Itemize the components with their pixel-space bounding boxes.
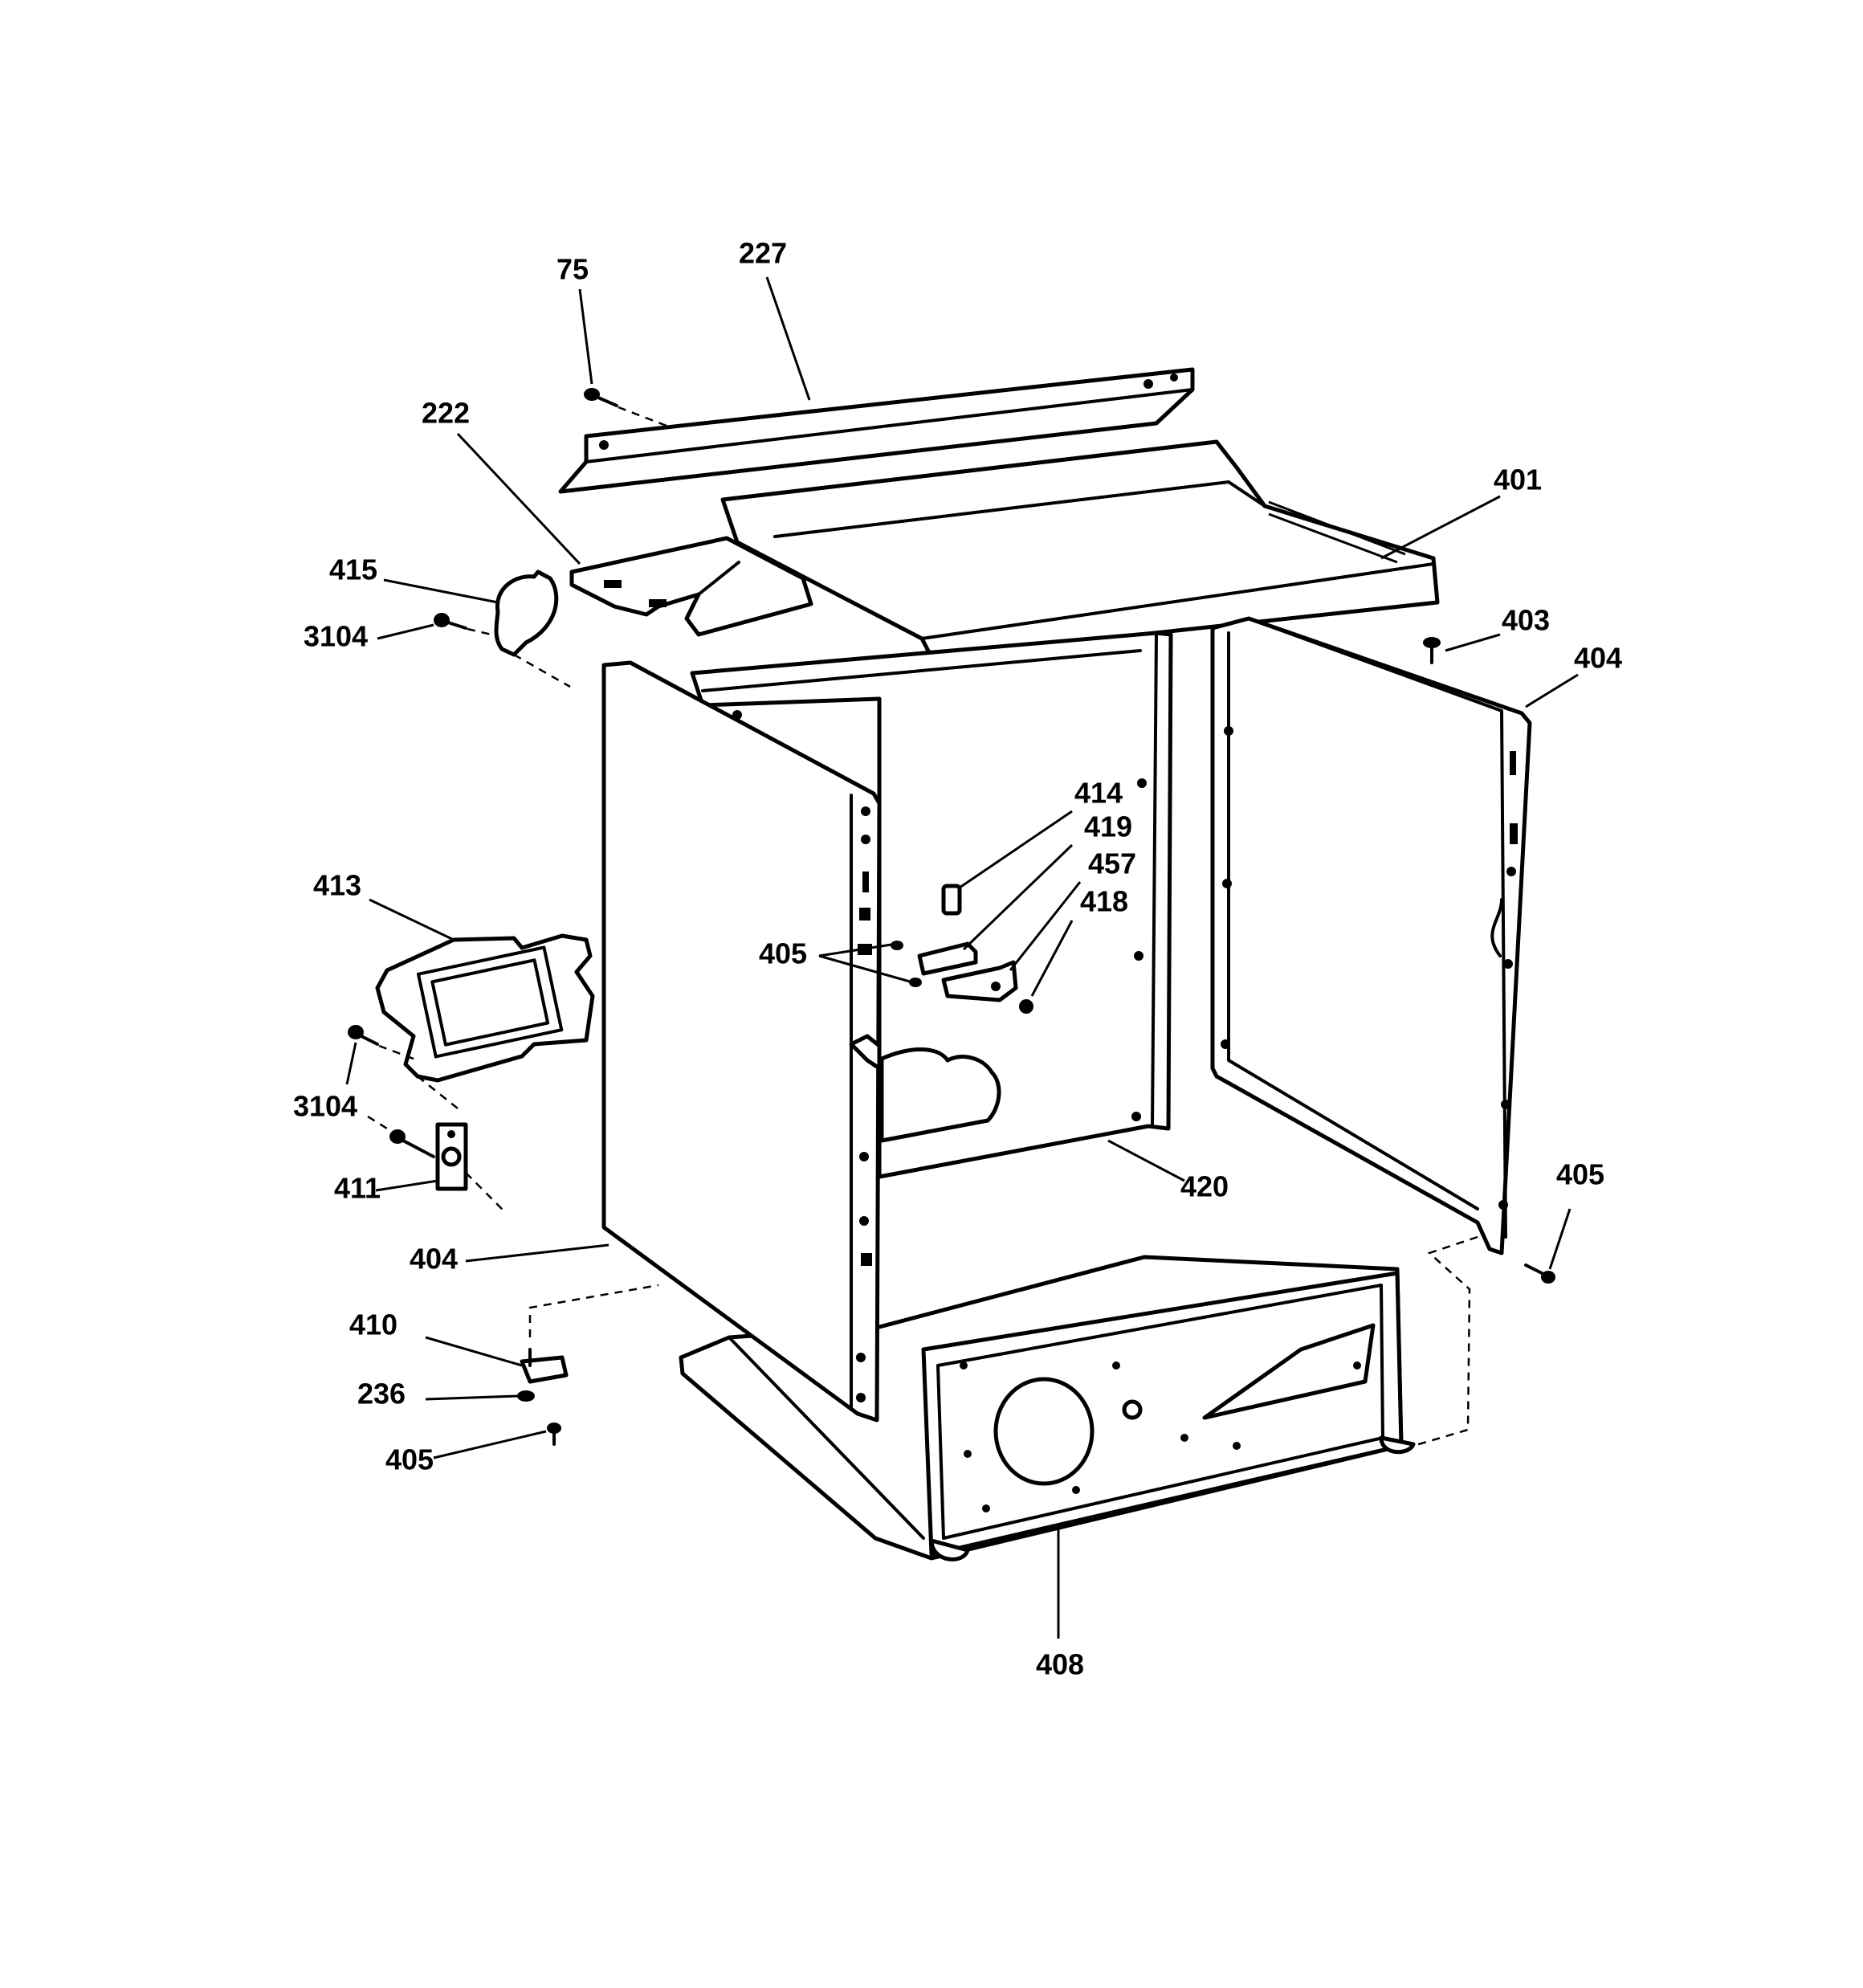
label-401: 401 bbox=[1494, 463, 1542, 496]
part-457-catch bbox=[941, 960, 1018, 1002]
part-401-top-panel bbox=[720, 439, 1440, 659]
label-414: 414 bbox=[1074, 777, 1123, 810]
label-3104-top: 3104 bbox=[304, 620, 368, 653]
part-405-screw-right bbox=[1524, 1263, 1555, 1284]
part-3104-screw-b bbox=[348, 1025, 418, 1062]
label-404-right: 404 bbox=[1574, 642, 1622, 675]
label-222: 222 bbox=[422, 397, 470, 430]
part-405-screw-lower bbox=[547, 1423, 561, 1446]
label-457: 457 bbox=[1088, 847, 1136, 880]
part-labels: 75 227 222 401 415 3104 403 404 414 419 … bbox=[293, 237, 1622, 1681]
part-75-screw bbox=[584, 388, 667, 427]
part-236-foot bbox=[517, 1390, 535, 1402]
part-414-clip bbox=[941, 884, 962, 916]
part-411-screw bbox=[389, 1129, 435, 1158]
label-418: 418 bbox=[1080, 885, 1128, 918]
label-405-lower: 405 bbox=[385, 1443, 434, 1476]
part-418-nut bbox=[1019, 999, 1033, 1014]
dashed-guide-right bbox=[1413, 1235, 1478, 1447]
label-419: 419 bbox=[1084, 810, 1132, 843]
dashed-guide-lower-left bbox=[528, 1284, 659, 1337]
label-404-left: 404 bbox=[410, 1243, 458, 1276]
part-410-leveling-leg bbox=[520, 1348, 569, 1384]
part-420-back-panel bbox=[690, 631, 1173, 1179]
part-413-access-panel bbox=[375, 933, 595, 1109]
label-420: 420 bbox=[1180, 1170, 1229, 1203]
label-410: 410 bbox=[349, 1308, 397, 1341]
part-419-strike bbox=[917, 941, 978, 976]
part-403-screw bbox=[1423, 637, 1441, 664]
label-415: 415 bbox=[329, 553, 377, 586]
part-415-round-cover bbox=[494, 569, 571, 688]
part-404-left-side-panel bbox=[601, 660, 882, 1423]
label-403: 403 bbox=[1502, 604, 1550, 637]
part-3104-screw-a bbox=[434, 613, 492, 636]
leader-lines bbox=[345, 276, 1579, 1639]
part-411-bracket bbox=[435, 1122, 507, 1214]
part-404-right-side-panel bbox=[1210, 616, 1532, 1255]
label-411: 411 bbox=[334, 1172, 381, 1205]
label-236: 236 bbox=[357, 1378, 406, 1410]
label-75: 75 bbox=[556, 253, 589, 286]
label-413: 413 bbox=[313, 869, 361, 902]
label-405-right: 405 bbox=[1556, 1158, 1604, 1191]
label-408: 408 bbox=[1036, 1648, 1084, 1681]
label-227: 227 bbox=[739, 237, 787, 270]
label-3104-left: 3104 bbox=[293, 1090, 357, 1123]
part-227-rear-strip bbox=[558, 367, 1195, 494]
label-405-center: 405 bbox=[759, 937, 807, 970]
